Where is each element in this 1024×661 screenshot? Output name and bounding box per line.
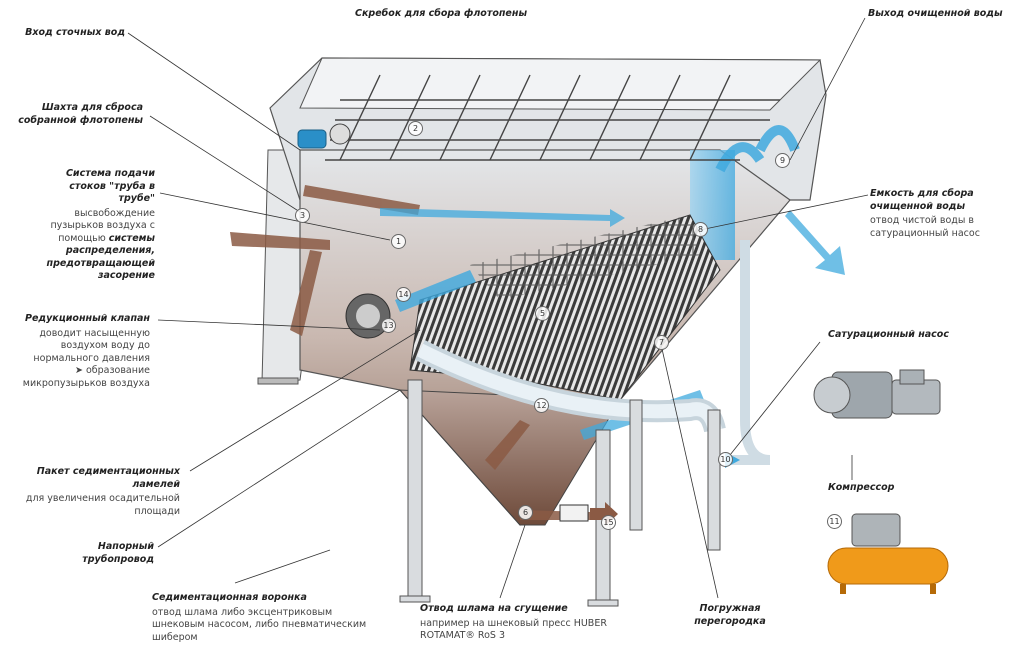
label-funnel: Седиментационная воронка отвод шлама либ… — [152, 592, 382, 644]
marker-2: 2 — [408, 121, 423, 136]
label-sludge-desc-1: например на шнековый пресс HUBER — [420, 617, 607, 629]
marker-9: 9 — [775, 153, 790, 168]
label-pressure-pipe: Напорный трубопровод — [50, 541, 154, 566]
label-sludge-title: Отвод шлама на сгущение — [420, 603, 568, 614]
label-tank-desc-2: сатурационный насос — [870, 227, 980, 239]
label-shaft-title-1: Шахта для сброса — [41, 102, 143, 113]
label-tank-title-2: очищенной воды — [870, 200, 966, 212]
label-clean-out: Выход очищенной воды — [868, 8, 1003, 21]
label-baffle-title-2: перегородка — [694, 615, 766, 627]
marker-1: 1 — [391, 234, 406, 249]
foam-scraper — [325, 74, 780, 161]
label-compressor-title: Компрессор — [828, 482, 895, 493]
marker-5: 5 — [535, 306, 550, 321]
label-baffle-title-1: Погружная — [699, 603, 761, 614]
label-valve-title: Редукционный клапан — [25, 313, 150, 324]
label-sludge-out: Отвод шлама на сгущение например на шнек… — [420, 603, 620, 643]
label-lamella-desc-2: площади — [134, 505, 180, 517]
label-valve-desc-5: микропузырьков воздуха — [22, 377, 150, 389]
label-scraper-title: Скребок для сбора флотопены — [355, 8, 528, 19]
label-valve-desc-1: доводит насыщенную — [39, 327, 150, 339]
pipe-in-pipe — [345, 270, 476, 339]
label-feed-desc-1: высвобождение — [74, 207, 155, 219]
compressor-image — [827, 513, 949, 594]
label-feed-system: Система подачи стоков "труба в трубе" вы… — [10, 168, 156, 283]
label-reducing-valve: Редукционный клапан доводит насыщенную в… — [5, 313, 150, 390]
lamella-grate-top — [470, 215, 700, 300]
label-valve-desc-3: нормального давления — [33, 352, 150, 364]
label-valve-desc-4: ➤ образование — [74, 365, 150, 376]
label-funnel-desc-1: отвод шлама либо эксцентриковым — [152, 606, 333, 618]
marker-12: 12 — [534, 398, 549, 413]
marker-3: 3 — [295, 208, 310, 223]
marker-13: 13 — [381, 318, 396, 333]
label-pipe-title-2: трубопровод — [82, 553, 154, 565]
label-tank-desc-1: отвод чистой воды в — [870, 215, 974, 226]
label-feed-desc-3: помощью системы — [10, 233, 155, 246]
label-lamella-desc-1: для увеличения осадительной — [25, 493, 180, 504]
label-funnel-desc-3: шибером — [152, 631, 198, 643]
label-funnel-desc-2: шнековым насосом, либо пневматическим — [152, 619, 367, 630]
label-sludge-desc-2: ROTAMAT® RoS 3 — [420, 630, 506, 641]
label-feed-title-3: трубе" — [118, 193, 155, 204]
saturation-pipe — [725, 240, 771, 468]
label-shaft-title-2: собранной флотопены — [18, 114, 143, 126]
label-pipe-title-1: Напорный — [97, 541, 154, 552]
label-sat-pump: Сатурационный насос — [828, 329, 949, 342]
label-lamella-pack: Пакет седиментационных ламелей для увели… — [5, 466, 180, 518]
label-valve-desc-2: воздухом воду до — [60, 340, 150, 351]
marker-7: 7 — [654, 335, 669, 350]
label-funnel-title: Седиментационная воронка — [152, 592, 307, 603]
scraper-motor — [297, 123, 351, 149]
label-feed-desc-2: пузырьков воздуха с — [50, 220, 155, 231]
label-scraper: Скребок для сбора флотопены — [355, 8, 527, 21]
label-lamella-title-2: ламелей — [132, 478, 180, 490]
label-clean-tank: Емкость для сбора очищенной воды отвод ч… — [870, 188, 1020, 240]
label-inlet-title: Вход сточных вод — [25, 27, 125, 38]
marker-10: 10 — [718, 452, 733, 467]
label-shaft: Шахта для сброса собранной флотопены — [10, 102, 143, 127]
label-lamella-title-1: Пакет седиментационных — [36, 466, 180, 477]
marker-15: 15 — [601, 515, 616, 530]
label-feed-desc-3-bold: системы — [108, 232, 155, 244]
label-tank-title-1: Емкость для сбора — [870, 188, 974, 199]
leader-lines — [127, 17, 869, 599]
label-feed-title-1: Система подачи — [65, 168, 155, 179]
label-feed-desc-3-plain: помощью — [58, 232, 106, 244]
label-inlet: Вход сточных вод — [20, 27, 125, 40]
marker-14: 14 — [396, 287, 411, 302]
label-feed-desc-6: засорение — [98, 270, 155, 281]
label-baffle: Погружная перегородка — [690, 603, 770, 628]
label-feed-title-2: стоков "труба в — [69, 180, 155, 192]
saturation-pump-image — [813, 369, 941, 419]
label-feed-desc-4: распределения, — [65, 245, 155, 256]
marker-11: 11 — [827, 514, 842, 529]
label-clean-out-title: Выход очищенной воды — [868, 8, 1003, 19]
marker-6: 6 — [518, 505, 533, 520]
marker-8: 8 — [693, 222, 708, 237]
label-sat-pump-title: Сатурационный насос — [828, 329, 949, 340]
label-compressor: Компрессор — [828, 482, 894, 495]
label-feed-desc-5: предотвращающей — [46, 257, 156, 269]
